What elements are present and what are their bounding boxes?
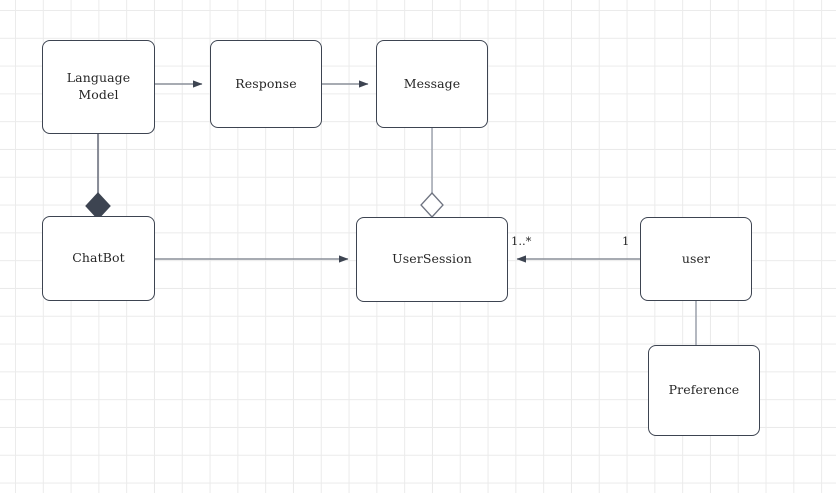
edge-message-to-usersession-aggregation — [420, 128, 444, 218]
node-response[interactable]: Response — [210, 40, 322, 128]
node-user-label: user — [681, 250, 711, 266]
node-language-model-label: Language Model — [66, 70, 131, 102]
node-response-label: Response — [235, 75, 297, 91]
node-preference[interactable]: Preference — [648, 345, 760, 436]
node-usersession-label: UserSession — [392, 251, 472, 267]
node-usersession[interactable]: UserSession — [356, 217, 508, 302]
edge-language-model-to-chatbot-composition — [85, 134, 111, 220]
node-message[interactable]: Message — [376, 40, 488, 128]
node-language-model[interactable]: Language Model — [42, 40, 155, 134]
node-chatbot[interactable]: ChatBot — [42, 216, 155, 301]
node-message-label: Message — [403, 75, 461, 91]
node-preference-label: Preference — [668, 382, 740, 398]
edge-label-multiplicity-many: 1..* — [511, 234, 532, 248]
node-user[interactable]: user — [640, 217, 752, 301]
edge-label-multiplicity-one: 1 — [622, 234, 630, 248]
node-chatbot-label: ChatBot — [72, 250, 125, 266]
